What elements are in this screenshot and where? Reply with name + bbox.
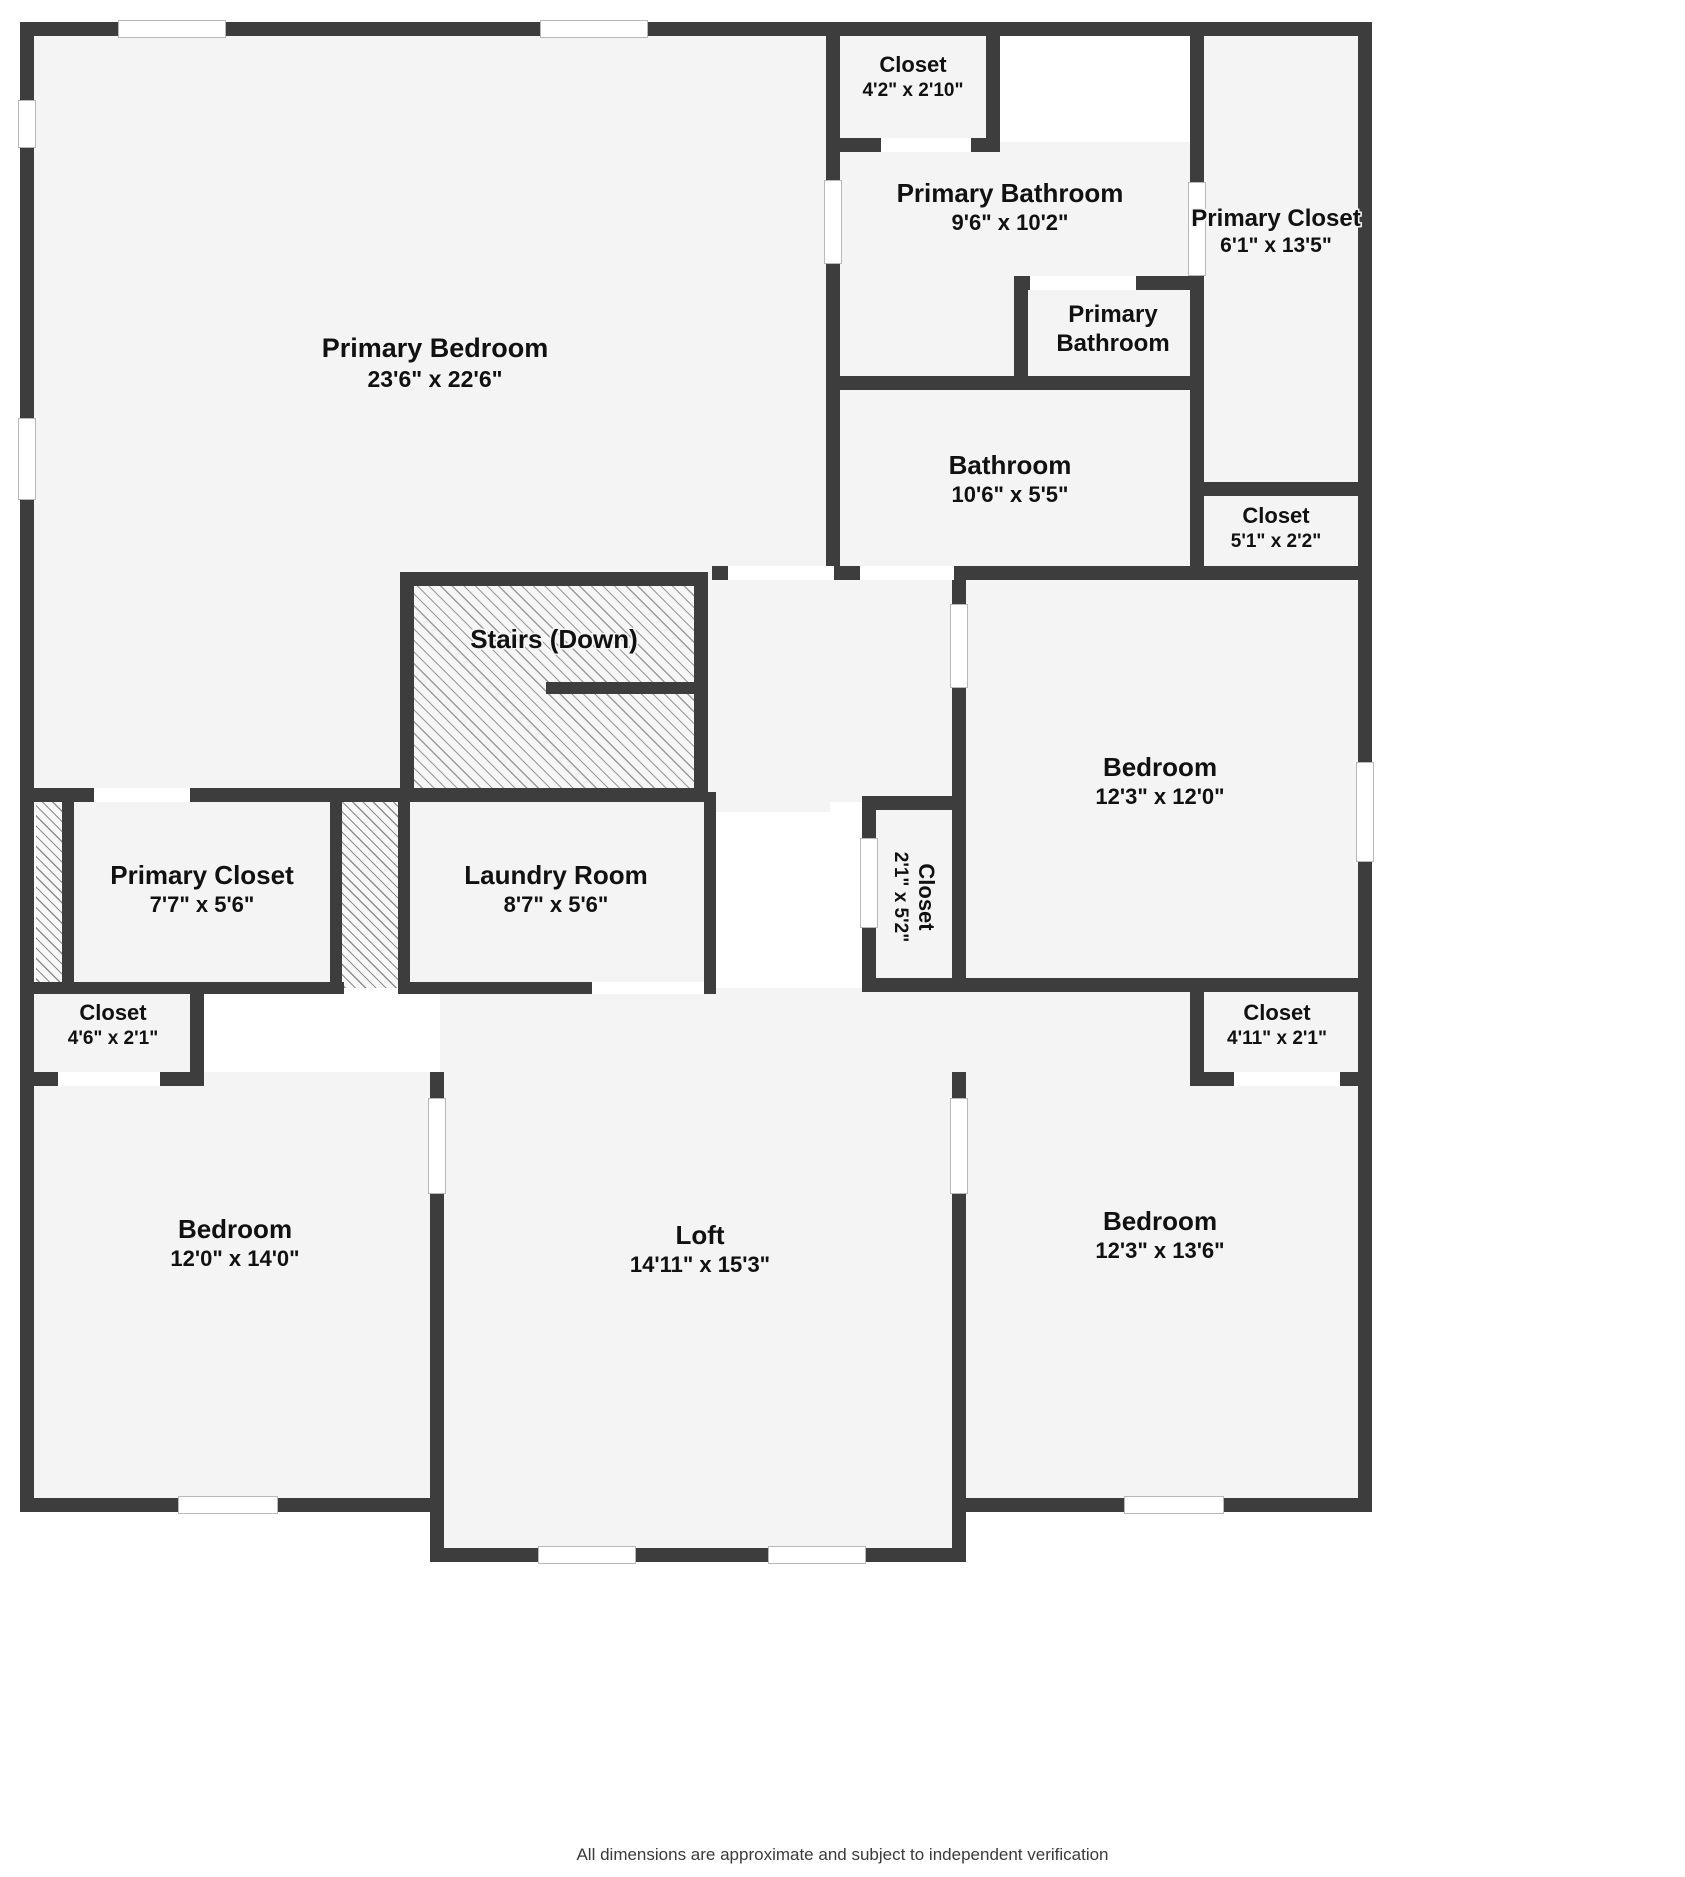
window-loft-bottom-a <box>538 1546 636 1564</box>
door-primary-bathroom-left <box>824 180 842 264</box>
door-laundry-room <box>592 982 704 994</box>
wall-closet-top-left <box>826 22 840 152</box>
wall-primary-closet-bottom <box>1190 482 1372 496</box>
window-primary-bedroom-left-a <box>18 100 36 148</box>
door-alcove-top <box>1030 276 1136 290</box>
room-floor-primary-bathroom-alcove <box>1018 276 1208 381</box>
wall-primary-bathroom-bottom <box>826 376 1022 390</box>
window-primary-bedroom-top-a <box>118 20 226 38</box>
room-floor-closet-top <box>830 22 990 142</box>
wall-stairs-right-upper <box>694 572 708 686</box>
wall-closet-right-upper-bottom <box>1190 566 1372 580</box>
room-floor-loft <box>440 988 960 1548</box>
wall-primary-closet-lower-top <box>34 788 414 802</box>
room-floor-primary-closet-upper <box>1190 22 1362 492</box>
wall-stairs-handrail <box>546 682 708 694</box>
room-floor-bathroom <box>830 381 1190 576</box>
door-loft-right <box>950 1098 968 1194</box>
wall-exterior-left-upper <box>20 22 34 812</box>
door-hall-to-bathroom <box>728 566 834 580</box>
wall-closet-right-lower-left <box>1190 988 1204 1084</box>
wall-exterior-right-upper <box>1358 22 1372 496</box>
door-bedroom-right-upper <box>950 604 968 688</box>
wall-closet-vertical-top <box>862 796 966 810</box>
wall-closet-left-lower-right <box>190 988 204 1084</box>
door-closet-vertical <box>860 838 878 928</box>
wall-laundry-right <box>704 792 716 988</box>
wall-closet-vertical-bottom <box>862 978 966 992</box>
wall-exterior-top-closet <box>826 22 1000 36</box>
window-loft-bottom-b <box>768 1546 866 1564</box>
wall-stairs-left <box>400 572 414 800</box>
wall-stairs-top <box>400 572 708 586</box>
wall-stairs-bottom <box>400 788 708 802</box>
room-floor-bedroom-left-lower <box>30 1072 440 1500</box>
wall-exterior-top-right <box>990 22 1372 36</box>
wall-primary-closet-lower-left <box>62 792 74 988</box>
room-floor-bedroom-right-lower <box>958 992 1362 1500</box>
door-closet-left-lower <box>58 1072 160 1086</box>
door-closet-right-lower <box>1234 1072 1340 1086</box>
wall-chase-mid-hatch <box>336 792 404 988</box>
disclaimer-note: All dimensions are approximate and subje… <box>576 1845 1109 1864</box>
window-primary-bedroom-top-b <box>540 20 648 38</box>
window-bedroom-right-upper <box>1356 762 1374 862</box>
door-loft-left <box>428 1098 446 1194</box>
wall-exterior-bottom-loft <box>430 1548 966 1562</box>
wall-alcove-left <box>1014 276 1028 390</box>
wall-laundry-left <box>398 792 410 988</box>
wall-alcove-bottom <box>1014 376 1204 390</box>
door-primary-closet-lower <box>94 788 190 802</box>
wall-closet-right-upper-left <box>1190 482 1204 578</box>
wall-primary-closet-lower-bottom <box>34 982 344 994</box>
wall-exterior-left-mid <box>20 792 34 992</box>
wall-exterior-right-lower <box>1358 1072 1372 1512</box>
door-hall-to-closet-right <box>860 566 954 580</box>
window-primary-bedroom-left-b <box>18 418 36 500</box>
wall-primary-closet-left-lower <box>1190 276 1204 496</box>
room-floor-closet-left-lower <box>30 988 202 1072</box>
room-floor-closet-vertical <box>866 800 962 992</box>
wall-exterior-left-lower <box>20 988 34 1512</box>
window-bedroom-right-lower-bottom <box>1124 1496 1224 1514</box>
door-closet-top <box>881 138 971 152</box>
room-floor-primary-closet-lower <box>68 792 336 988</box>
wall-closet-top-right <box>986 22 1000 152</box>
room-floor-laundry-room <box>404 792 710 988</box>
window-bedroom-left-lower-bottom <box>178 1496 278 1514</box>
room-floor-bedroom-right-upper <box>958 572 1362 992</box>
wall-bedroom-right-upper-bottom <box>952 978 1372 992</box>
wall-primary-closet-lower-right <box>330 792 342 988</box>
room-floor-closet-right-upper <box>1190 492 1362 576</box>
wall-stairs-right-lower <box>694 686 708 798</box>
door-primary-closet-entry <box>1188 182 1206 276</box>
